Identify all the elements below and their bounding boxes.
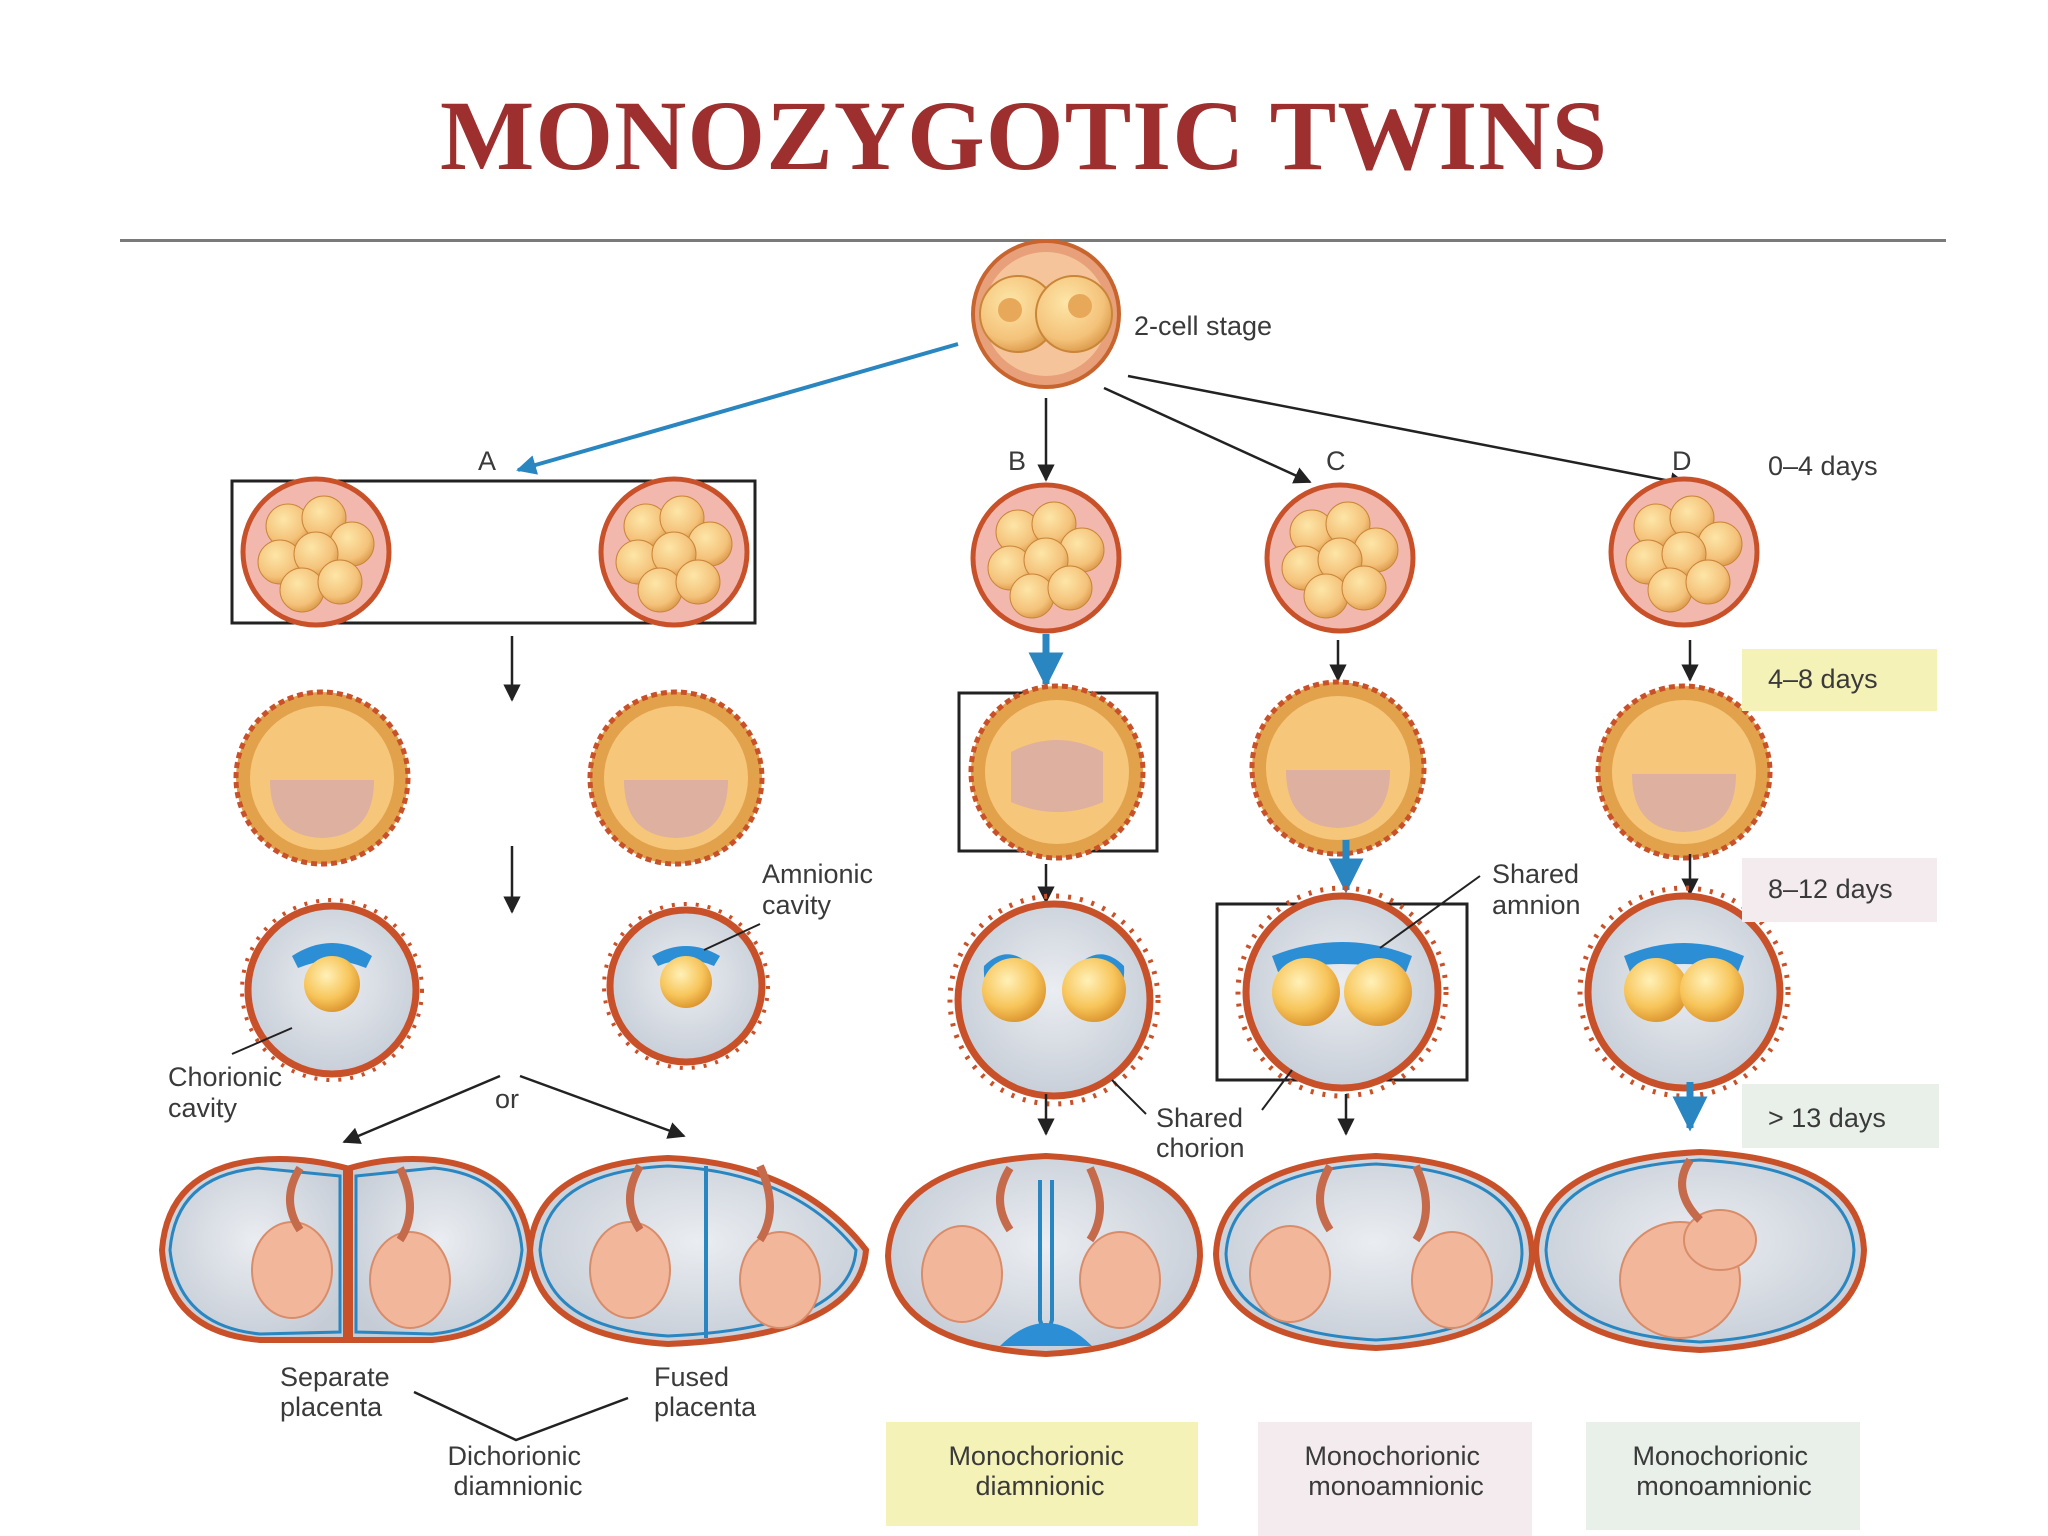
split-arrows (516, 342, 1688, 490)
outcome-d-line2: monoamnionic (1636, 1471, 1812, 1501)
timeline: 0–4 days 4–8 days 8–12 days > 13 days (1742, 451, 1939, 1148)
path-a-highlight-box (230, 479, 757, 625)
placenta-row (158, 1148, 1868, 1358)
arrows-row1 (503, 634, 1699, 702)
implantation-a1 (240, 898, 424, 1082)
callout-lines (231, 875, 1481, 1115)
chorionic-line2: cavity (168, 1093, 238, 1123)
outcome-d-line1: Monochorionic (1632, 1441, 1808, 1471)
blastocyst-b (968, 683, 1146, 861)
dichorionic-line1: Dichorionic (447, 1441, 581, 1471)
outcome-box-b (886, 1422, 1198, 1526)
arrows-row2 (503, 840, 1699, 914)
outcome-b-line1: Monochorionic (948, 1441, 1124, 1471)
morula-a2 (598, 476, 750, 628)
separate-placenta-label: Separate placenta (280, 1362, 397, 1422)
or-label: or (495, 1084, 519, 1114)
shared-chorion-line1: Shared (1156, 1103, 1243, 1133)
separate-line1: Separate (280, 1362, 390, 1392)
timeline-label-2: 8–12 days (1768, 874, 1893, 904)
placenta-d-sac (1532, 1148, 1868, 1354)
amnionic-line2: cavity (762, 890, 832, 920)
fused-placenta-label: Fused placenta (654, 1362, 757, 1422)
blastocyst-row (233, 679, 1773, 867)
implantation-row (240, 885, 1791, 1107)
page-title: MONOZYGOTIC TWINS (439, 80, 1609, 191)
outcome-b-line2: diamnionic (975, 1471, 1104, 1501)
outcome-box-d (1586, 1422, 1860, 1530)
timeline-label-0: 0–4 days (1768, 451, 1878, 481)
placenta-c-sac (1212, 1152, 1536, 1352)
morula-d (1608, 476, 1760, 628)
two-cell-embryo (971, 239, 1121, 389)
arrow-to-a (516, 342, 959, 475)
outcome-box-c (1258, 1422, 1532, 1536)
dichorionic-line2: diamnionic (453, 1471, 582, 1501)
timeline-box-3 (1742, 1084, 1939, 1148)
implantation-a2 (602, 902, 770, 1070)
or-split-arrows (342, 1074, 686, 1144)
morula-c (1264, 482, 1416, 634)
blastocyst-c (1249, 679, 1427, 857)
outcome-b-text: Monochorionic diamnionic (948, 1441, 1131, 1501)
outcome-c-text: Monochorionic monoamnionic (1304, 1441, 1487, 1501)
blastocyst-a1 (233, 689, 411, 867)
blastocyst-d (1595, 683, 1773, 861)
outcomes: Monochorionic diamnionic Monochorionic m… (886, 1422, 1860, 1536)
implantation-b (947, 893, 1161, 1107)
two-cell-label: 2-cell stage (1134, 311, 1272, 341)
separate-placenta-sacs (158, 1156, 534, 1343)
fused-line1: Fused (654, 1362, 729, 1392)
timeline-box-1 (1742, 649, 1937, 711)
amnionic-cavity-label: Amnionic cavity (762, 859, 881, 920)
implantation-c (1235, 885, 1449, 1099)
path-d-label: D (1672, 446, 1692, 476)
arrow-to-d (1127, 374, 1688, 490)
shared-amnion-line1: Shared (1492, 859, 1579, 889)
outcome-c-line1: Monochorionic (1304, 1441, 1480, 1471)
shared-amnion-line2: amnion (1492, 890, 1581, 920)
shared-chorion-label: Shared chorion (1156, 1103, 1251, 1163)
chorionic-line1: Chorionic (168, 1062, 282, 1092)
chorionic-cavity-label: Chorionic cavity (168, 1062, 290, 1123)
separate-line2: placenta (280, 1392, 383, 1422)
morula-a1 (240, 476, 392, 628)
blastocyst-a2 (587, 689, 765, 867)
outcome-d-text: Monochorionic monoamnionic (1632, 1441, 1815, 1501)
path-b-label: B (1008, 446, 1026, 476)
dichorionic-connector (413, 1390, 629, 1442)
timeline-label-1: 4–8 days (1768, 664, 1878, 694)
dichorionic-label: Dichorionic diamnionic (447, 1441, 588, 1501)
path-c-label: C (1326, 446, 1346, 476)
timeline-box-2 (1742, 858, 1937, 922)
amnionic-line1: Amnionic (762, 859, 873, 889)
arrows-row3 (1037, 1082, 1708, 1136)
morula-row (240, 476, 1760, 634)
fused-placenta-sacs (526, 1154, 870, 1348)
implantation-d (1577, 885, 1791, 1099)
timeline-label-3: > 13 days (1768, 1103, 1886, 1133)
shared-amnion-label: Shared amnion (1492, 859, 1587, 920)
fused-line2: placenta (654, 1392, 757, 1422)
shared-chorion-line2: chorion (1156, 1133, 1245, 1163)
placenta-b-sac (884, 1152, 1204, 1358)
morula-b (970, 482, 1122, 634)
outcome-c-line2: monoamnionic (1308, 1471, 1484, 1501)
arrow-to-c (1103, 386, 1312, 484)
path-a-label: A (478, 446, 496, 476)
